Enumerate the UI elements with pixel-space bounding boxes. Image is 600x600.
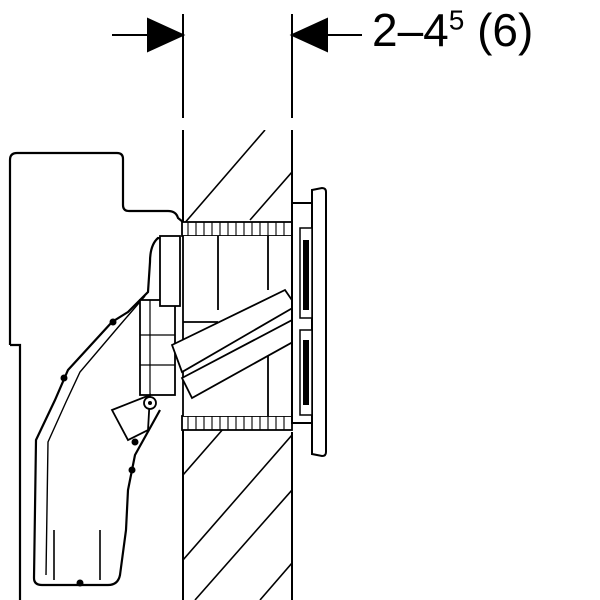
cistern-feet [53, 530, 101, 580]
dimension-range: 2–4 [372, 4, 449, 56]
actuator-plate [291, 186, 327, 458]
wall-outline [182, 130, 293, 600]
cistern-body [32, 236, 173, 587]
dimension-alternative: (6) [477, 4, 534, 56]
support-frame-outline [8, 151, 184, 345]
valve-mechanism [139, 235, 181, 396]
support-frame-leg [10, 343, 22, 600]
dimension-label: 2–45 (6) [372, 2, 533, 58]
valve-lever [110, 393, 151, 442]
cistern-inner-wall [45, 295, 146, 576]
cistern-screws [60, 318, 139, 587]
dimension-superscript: 5 [448, 4, 465, 36]
dimension-arrows [112, 17, 362, 53]
dimension-extension-lines [182, 14, 293, 118]
